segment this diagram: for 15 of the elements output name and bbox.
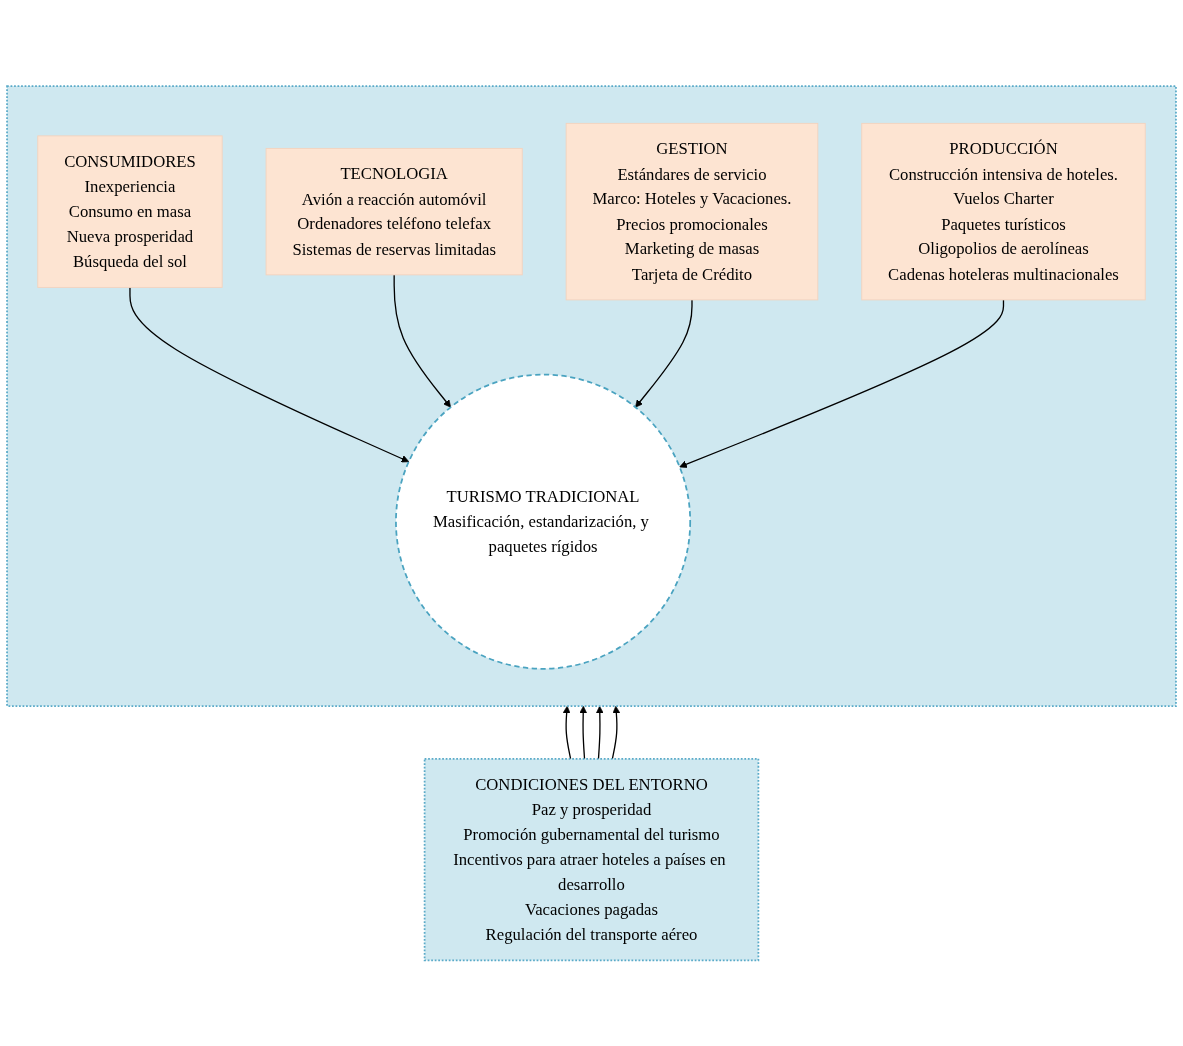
arrow: [579, 705, 588, 760]
arrow: [595, 705, 604, 760]
node-box: GESTION Estándares de servicio Marco: Hoteles y Vacaciones. Precios promocionales Marketing de masas Tarjeta de Crédito: [565, 122, 819, 301]
arrow: [635, 299, 693, 408]
node-box: CONSUMIDORES Inexperiencia Consumo en masa Nueva prosperidad Búsqueda del sol: [37, 135, 223, 288]
arrow: [611, 705, 621, 760]
arrow: [562, 705, 572, 760]
cluster: [6, 84, 1177, 707]
node-box: TECNOLOGIA Avión a reacción automóvil Ordenadores teléfono telefax Sistemas de reservas limitadas: [265, 147, 523, 276]
arrow: [393, 273, 451, 408]
node-box: PRODUCCIÓN Construcción intensiva de hoteles. Vuelos Charter Paquetes turísticos Oligopolios de aerolíneas Cadenas hoteleras multinacionales: [861, 122, 1146, 301]
arrow: [129, 286, 410, 463]
arrow: [679, 299, 1005, 468]
node-circle: TURISMO TRADICIONAL Masificación, estandarización, y paquetes rígidos: [395, 373, 692, 670]
node-box: CONDICIONES DEL ENTORNO Paz y prosperidad Promoción gubernamental del turismo Incentivos para atraer hoteles a países en desarrollo Vacaciones pagadas Regulación del transporte aéreo: [423, 757, 760, 962]
